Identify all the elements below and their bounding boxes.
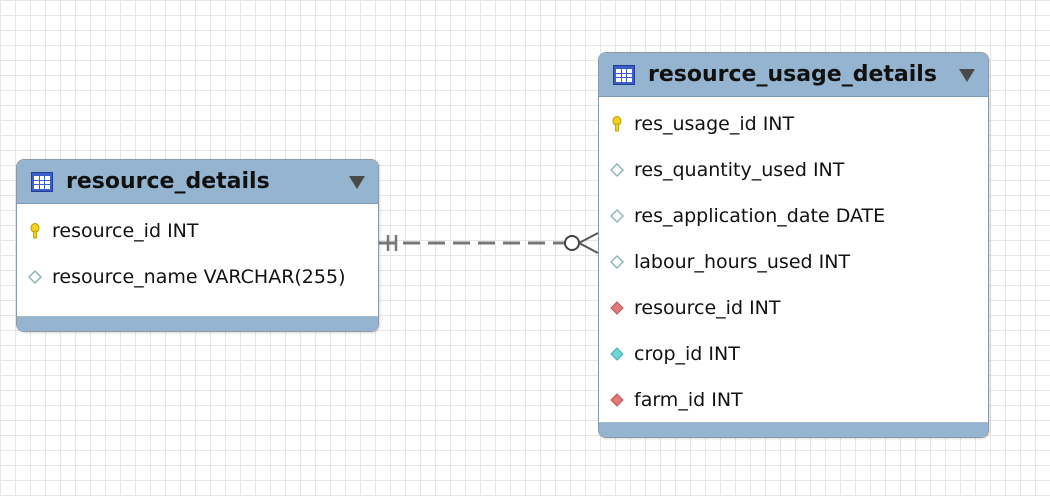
column-name: resource_name: [52, 266, 198, 288]
primary-key-icon: [612, 116, 622, 132]
table-header[interactable]: resource_details: [17, 160, 378, 204]
foreign-key-diamond-icon: [610, 301, 624, 315]
column-diamond-icon: [609, 162, 625, 178]
column-type: INT: [708, 343, 740, 365]
column-name: farm_id: [634, 389, 706, 411]
column-type: INT: [711, 389, 743, 411]
column-type: INT: [762, 113, 795, 135]
column-name: res_usage_id: [634, 113, 757, 135]
column-name: res_quantity_used: [634, 159, 807, 181]
column-type: INT: [812, 159, 845, 181]
table-footer: [599, 422, 988, 437]
column-row[interactable]: resource_id INT: [599, 285, 988, 331]
column-row[interactable]: res_application_date DATE: [599, 193, 988, 239]
table-header[interactable]: resource_usage_details: [599, 53, 988, 97]
zero-cardinality-circle: [564, 235, 580, 251]
foreign-key-diamond-icon: [610, 393, 624, 407]
index-diamond-icon: [610, 347, 624, 361]
column-name: res_application_date: [634, 205, 830, 227]
table-footer: [17, 316, 378, 331]
column-row[interactable]: resource_name VARCHAR(255): [17, 254, 378, 300]
table-icon: [613, 64, 635, 85]
column-name: labour_hours_used: [634, 251, 813, 273]
table-title: resource_details: [66, 169, 270, 194]
column-type: INT: [167, 220, 199, 242]
column-diamond-icon: [27, 269, 43, 285]
collapse-arrow-icon[interactable]: [959, 69, 975, 82]
column-name: crop_id: [634, 343, 703, 365]
column-diamond-icon: [609, 254, 625, 270]
column-name: resource_id: [52, 220, 162, 242]
table-columns: resource_id INT resource_name VARCHAR(25…: [17, 204, 378, 300]
column-row[interactable]: farm_id INT: [599, 377, 988, 423]
table-icon: [31, 171, 53, 192]
table-resource-details[interactable]: resource_details resource_id INT resourc…: [16, 159, 379, 332]
column-name: resource_id: [634, 297, 744, 319]
table-title: resource_usage_details: [648, 62, 937, 87]
primary-key-icon: [30, 223, 40, 239]
column-type: INT: [818, 251, 851, 273]
column-diamond-icon: [609, 208, 625, 224]
column-type: VARCHAR(255): [203, 266, 346, 288]
column-row[interactable]: resource_id INT: [17, 208, 378, 254]
crowfoot-upper: [578, 232, 599, 244]
column-row[interactable]: labour_hours_used INT: [599, 239, 988, 285]
table-resource-usage-details[interactable]: resource_usage_details res_usage_id INT …: [598, 52, 989, 438]
column-row[interactable]: res_usage_id INT: [599, 101, 988, 147]
column-type: DATE: [835, 205, 886, 227]
crowfoot-lower: [578, 242, 599, 254]
column-type: INT: [749, 297, 781, 319]
table-columns: res_usage_id INT res_quantity_used INT r…: [599, 97, 988, 423]
column-row[interactable]: crop_id INT: [599, 331, 988, 377]
collapse-arrow-icon[interactable]: [349, 176, 365, 189]
column-row[interactable]: res_quantity_used INT: [599, 147, 988, 193]
